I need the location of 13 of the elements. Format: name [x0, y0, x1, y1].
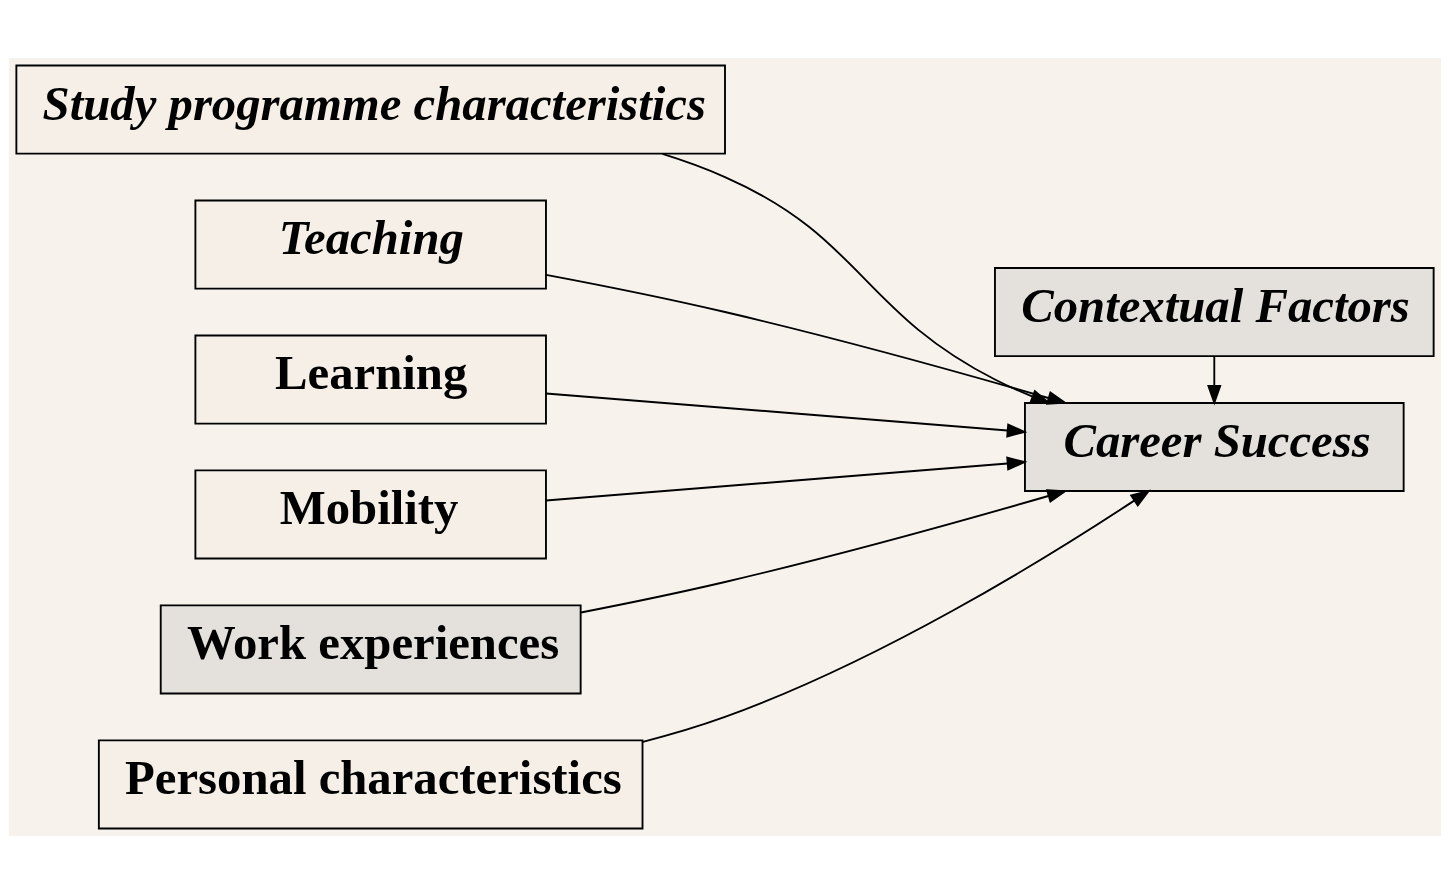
- arrow: [545, 392, 1028, 438]
- node-box: Work experiences: [159, 604, 582, 695]
- node-box: Contextual Factors: [994, 267, 1435, 357]
- arrow: [1207, 355, 1222, 406]
- node-box: Study programme characteristics: [15, 64, 726, 155]
- arrow: [641, 489, 1151, 743]
- node-box: Personal characteristics: [97, 739, 644, 830]
- arrow: [545, 456, 1028, 502]
- node-box: Teaching: [194, 199, 547, 290]
- arrow: [580, 489, 1068, 614]
- node-box: Learning: [194, 334, 547, 425]
- node-box: Mobility: [194, 469, 547, 560]
- node-box: Career Success: [1024, 402, 1405, 492]
